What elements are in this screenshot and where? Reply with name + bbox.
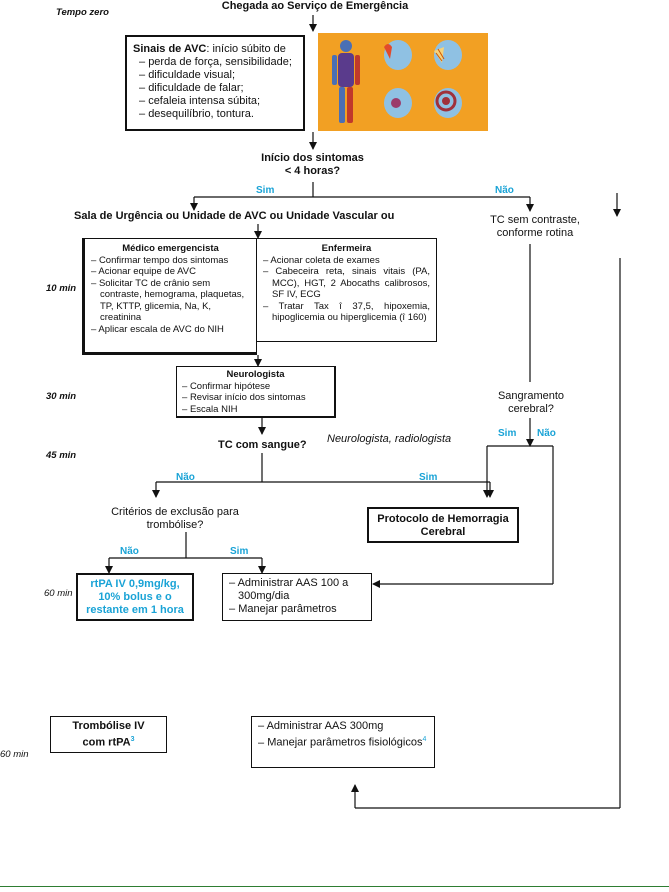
avc-title: Sinais de AVC [133,43,207,55]
enfermeira-box: Enfermeira Acionar coleta de exames Cabe… [256,238,437,342]
avc-item: cefaleia intensa súbita; [139,95,297,108]
aas300-box: Administrar AAS 300mg Manejar parâmetros… [251,716,435,768]
enfermeira-title: Enfermeira [321,243,372,254]
branch2-nao-label: Não [176,472,195,483]
avc-item: perda de força, sensibilidade; [139,56,297,69]
neuro-radiologista-note: Neurologista, radiologista [327,433,452,445]
sangramento-line1: Sangramento [497,390,565,402]
medico-item: Solicitar TC de crânio sem contraste, he… [91,278,250,324]
neurologista-item: Escala NIH [182,404,329,416]
footer-rule [0,886,669,887]
body-figure-icon [332,40,360,123]
protocolo-line1: Protocolo de Hemorragia [377,513,509,525]
enfermeira-item: Acionar coleta de exames [263,255,430,267]
head-eye-icon [384,40,412,70]
tc-sem-line1: TC sem contraste, [490,214,580,226]
sala-heading: Sala de Urgência ou Unidade de AVC ou Un… [74,210,395,222]
protocolo-line2: Cerebral [420,526,466,538]
head-speech-icon [434,40,462,70]
avc-item: dificuldade de falar; [139,82,297,95]
tc-sem-line2: conforme rotina [496,227,574,239]
enfermeira-item: Cabeceira reta, sinais vitais (PA, MCC),… [263,266,430,301]
aas300-footnote: 4 [422,736,427,743]
inicio-line1: Início dos sintomas [261,152,364,164]
sangramento-line2: cerebral? [508,403,554,415]
time-label-45: 45 min [46,450,77,461]
aas300-item: Manejar parâmetros fisiológicos4 [258,733,428,750]
medico-item: Confirmar tempo dos sintomas [91,255,250,267]
criterios-question: Critérios de exclusão para trombólise? [100,506,250,532]
rtpa-box: rtPA IV 0,9mg/kg, 10% bolus e o restante… [76,573,194,621]
branch1-nao-label: Não [495,185,514,196]
sangramento-question: Sangramento cerebral? [476,390,586,416]
time-label-zero: Tempo zero [56,7,109,18]
tc-com-sangue: TC com sangue? [218,439,307,451]
time-label-10: 10 min [46,283,77,294]
trombolise-footnote: 3 [130,736,135,743]
trombolise-line2: com rtPA [82,736,131,749]
aas100-item: Administrar AAS 100 a 300mg/dia [229,577,365,603]
time-label-60a: 60 min [44,588,73,599]
trombolise-box: Trombólise IV com rtPA3 [50,716,167,753]
tc-sem-contraste: TC sem contraste, conforme rotina [482,214,588,240]
time-label-60b: 60 min [0,749,29,760]
head-dizziness-icon [434,88,462,118]
avc-item: dificuldade visual; [139,69,297,82]
branch3-sim-label: Sim [230,546,249,557]
neurologista-title: Neurologista [226,369,285,380]
neurologista-item: Confirmar hipótese [182,381,329,393]
aas100-item: Manejar parâmetros [229,603,365,616]
head-headache-icon [384,88,412,118]
medico-item: Acionar equipe de AVC [91,266,250,278]
medico-box: Médico emergencista Confirmar tempo dos … [82,238,257,355]
sang-sim-label: Sim [498,428,517,439]
avc-illustration [332,40,462,123]
branch1-sim-label: Sim [256,185,275,196]
page-title: Chegada ao Serviço de Emergência [221,0,409,12]
avc-lead: : início súbito de [206,43,286,55]
protocolo-hemorragia-box: Protocolo de Hemorragia Cerebral [367,507,519,543]
branch3-nao-label: Não [120,546,139,557]
neurologista-item: Revisar início dos sintomas [182,392,329,404]
criterios-line2: trombólise? [146,519,204,531]
avc-signs-box: Sinais de AVC: início súbito de perda de… [125,35,305,131]
avc-illustration-panel [318,33,488,131]
medico-item: Aplicar escala de AVC do NIH [91,324,250,336]
aas300-item-text: Manejar parâmetros fisiológicos [267,736,423,749]
aas100-box: Administrar AAS 100 a 300mg/dia Manejar … [222,573,372,621]
rtpa-line3: restante em 1 hora [86,604,184,616]
enfermeira-item: Tratar Tax î 37,5, hipoxemia, hipoglicem… [263,301,430,324]
criterios-line1: Critérios de exclusão para [111,506,239,518]
rtpa-line2: 10% bolus e o [98,591,172,603]
medico-title: Médico emergencista [122,243,219,254]
avc-item: desequilíbrio, tontura. [139,108,297,121]
neurologista-box: Neurologista Confirmar hipótese Revisar … [176,366,336,418]
rtpa-line1: rtPA IV 0,9mg/kg, [90,578,180,590]
inicio-sintomas: Início dos sintomas < 4 horas? [230,152,395,178]
trombolise-line1: Trombólise IV [72,720,145,732]
inicio-line2: < 4 horas? [284,165,341,177]
time-label-30: 30 min [46,391,77,402]
branch2-sim-label: Sim [419,472,438,483]
aas300-item: Administrar AAS 300mg [258,720,428,733]
sang-nao-label: Não [537,428,556,439]
